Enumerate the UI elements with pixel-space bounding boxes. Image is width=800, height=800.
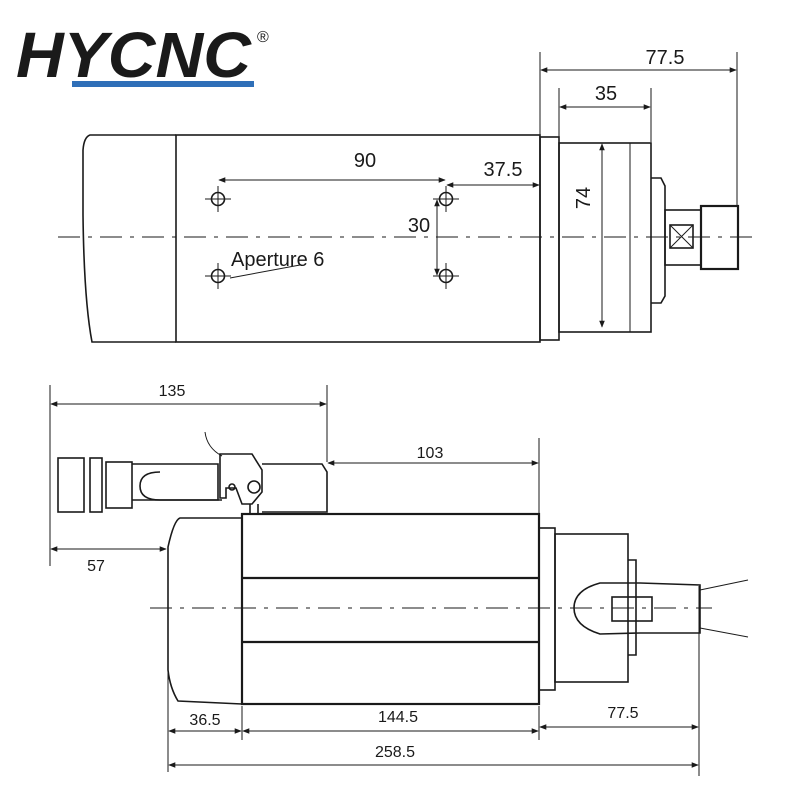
- dim-label: 144.5: [378, 709, 418, 726]
- dim-label: 35: [595, 83, 617, 105]
- dim-top-90: 90: [218, 150, 446, 183]
- mounting-hole: [205, 186, 231, 212]
- top-flange: [539, 136, 560, 341]
- side-nose-step: [628, 559, 637, 656]
- dim-label: 258.5: [375, 744, 415, 761]
- aperture-callout: Aperture 6: [229, 249, 324, 279]
- dim-label: 77.5: [646, 47, 685, 69]
- side-collet-taper: [699, 579, 749, 591]
- side-cable-connector: [57, 431, 328, 514]
- mounting-holes: [205, 186, 459, 289]
- aperture-label: Aperture 6: [231, 249, 324, 271]
- dim-side-57: 57: [50, 546, 167, 575]
- dim-label: 90: [354, 150, 376, 172]
- registered-mark: ®: [257, 29, 269, 46]
- top-spindle-nut: [651, 177, 666, 304]
- dim-side-258-5: 258.5: [168, 744, 699, 768]
- side-collet-bore: [611, 596, 653, 622]
- mounting-hole: [433, 186, 459, 212]
- dim-label: 30: [408, 215, 430, 237]
- dim-label: 57: [87, 558, 105, 575]
- mounting-hole: [433, 263, 459, 289]
- dim-side-77-5: 77.5: [539, 586, 700, 776]
- dim-side-135: 135: [49, 383, 328, 566]
- dim-top-37-5: 37.5: [446, 159, 540, 188]
- dim-label: 77.5: [607, 705, 638, 722]
- dim-side-103: 103: [327, 438, 540, 526]
- dim-side-144-5: 144.5: [242, 706, 540, 740]
- side-collet-section: [573, 582, 701, 635]
- side-view: 135 57 103 36.5 144.5 77.: [49, 383, 749, 776]
- dim-label: 36.5: [189, 712, 220, 729]
- hycnc-logo: HYCNC ®: [16, 20, 269, 90]
- side-rear-cap: [167, 517, 243, 705]
- dim-top-74: 74: [573, 143, 605, 328]
- side-main-body: [240, 512, 541, 706]
- dim-label: 74: [573, 187, 595, 209]
- logo-underline: [72, 81, 254, 87]
- top-rear-cap: [82, 134, 176, 343]
- dim-label: 37.5: [484, 159, 523, 181]
- mounting-hole: [205, 263, 231, 289]
- dim-top-77-5: 77.5: [539, 47, 738, 205]
- side-flange: [538, 527, 556, 691]
- dim-top-30: 30: [408, 199, 440, 276]
- dim-side-36-5: 36.5: [167, 672, 243, 772]
- dim-top-35: 35: [558, 83, 652, 142]
- side-collet-taper: [699, 627, 749, 638]
- dim-label: 103: [417, 445, 444, 462]
- logo-text: HYCNC: [16, 20, 252, 90]
- dim-label: 135: [159, 383, 186, 400]
- top-view: 77.5 35 90 37.5 30 74: [58, 47, 752, 343]
